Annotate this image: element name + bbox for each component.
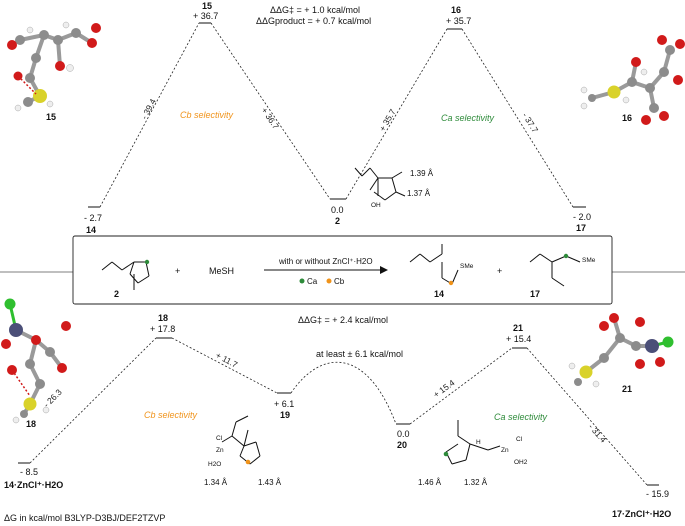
segment-label-20-21: + 15.4 bbox=[431, 377, 456, 399]
zn-complex-left-structure bbox=[221, 415, 261, 465]
level-16-label: 16 bbox=[451, 5, 461, 15]
top-ddg-line1: ΔΔG‡ = + 1.0 kcal/mol bbox=[270, 5, 360, 15]
level-14-label: 14 bbox=[86, 225, 96, 235]
segment-label-21-17zn: - 31.4 bbox=[587, 422, 609, 445]
level-2-label: 2 bbox=[335, 216, 340, 226]
bottom-energy-profile: ΔΔG‡ = + 2.4 kcal/mol - 8.5 14·ZnCl⁺·H2O… bbox=[1, 298, 674, 519]
left-h2o: H2O bbox=[208, 461, 221, 468]
arrow-condition: with or without ZnCl⁺·H2O bbox=[278, 257, 373, 266]
bond-length-1: 1.39 Å bbox=[410, 169, 434, 178]
method-footer: ΔG in kcal/mol B3LYP-D3BJ/DEF2TZVP bbox=[4, 513, 165, 523]
right-oh2: OH2 bbox=[514, 459, 528, 466]
bottom-ddg: ΔΔG‡ = + 2.4 kcal/mol bbox=[298, 315, 388, 325]
top-energy-profile: ΔΔG‡ = + 1.0 kcal/mol ΔΔGproduct = + 0.7… bbox=[7, 1, 685, 235]
bottom-selectivity-left: Cb selectivity bbox=[144, 410, 198, 420]
molecule-18-label: 18 bbox=[26, 419, 36, 429]
level-19-value: + 6.1 bbox=[274, 399, 294, 409]
zn-complex-right-structure bbox=[445, 420, 501, 465]
segment-label-14zn-18: - 26.3 bbox=[41, 387, 64, 410]
bond-right-1: 1.46 Å bbox=[418, 478, 442, 487]
ca-legend: Ca bbox=[307, 277, 318, 286]
product-14-sme: SMe bbox=[460, 263, 474, 270]
top-ddg-line2: ΔΔGproduct = + 0.7 kcal/mol bbox=[256, 16, 371, 26]
connector-19-20-barrier bbox=[290, 361, 397, 425]
level-15-label: 15 bbox=[202, 1, 212, 11]
level-19-label: 19 bbox=[280, 410, 290, 420]
reactant-2-label: 2 bbox=[114, 289, 119, 299]
anhydride-oh: OH bbox=[371, 202, 381, 209]
level-14-value: - 2.7 bbox=[84, 213, 102, 223]
segment-label-15-2: + 36.7 bbox=[259, 106, 281, 132]
level-15-value: + 36.7 bbox=[193, 11, 218, 21]
connector-15-2 bbox=[210, 22, 331, 200]
level-17-label: 17 bbox=[576, 223, 586, 233]
top-selectivity-right: Ca selectivity bbox=[441, 113, 495, 123]
connector-2-16 bbox=[345, 28, 448, 200]
level-18-value: + 17.8 bbox=[150, 324, 175, 334]
molecule-15-label: 15 bbox=[46, 112, 56, 122]
product-17-label: 17 bbox=[530, 289, 540, 299]
scheme-plus-1: + bbox=[175, 266, 180, 276]
level-21-label: 21 bbox=[513, 323, 523, 333]
molecule-18-model bbox=[1, 298, 71, 424]
bond-right-2: 1.32 Å bbox=[464, 478, 488, 487]
right-zn: Zn bbox=[501, 447, 509, 454]
segment-label-2-16: + 35.7 bbox=[377, 107, 398, 133]
level-14zn-label: 14·ZnCl⁺·H2O bbox=[4, 480, 63, 490]
level-17zn-value: - 15.9 bbox=[646, 489, 669, 499]
bottom-selectivity-right: Ca selectivity bbox=[494, 412, 548, 422]
connector-16-17 bbox=[461, 28, 574, 208]
anhydride-2-structure bbox=[354, 167, 406, 201]
level-16-value: + 35.7 bbox=[446, 16, 471, 26]
bond-length-2: 1.37 Å bbox=[407, 189, 431, 198]
level-20-label: 20 bbox=[397, 440, 407, 450]
level-2-value: 0.0 bbox=[331, 205, 344, 215]
left-zn: Zn bbox=[216, 447, 224, 454]
right-h: H bbox=[476, 439, 481, 446]
product-17-sme: SMe bbox=[582, 257, 596, 264]
connector-18-19 bbox=[171, 337, 278, 394]
cb-legend: Cb bbox=[334, 277, 345, 286]
connector-20-21 bbox=[409, 347, 513, 425]
reaction-arrowhead bbox=[380, 266, 388, 274]
level-17zn-label: 17·ZnCl⁺·H2O bbox=[612, 509, 671, 519]
molecule-16-model bbox=[580, 35, 685, 125]
right-cl: Cl bbox=[516, 436, 523, 443]
level-17-value: - 2.0 bbox=[573, 212, 591, 222]
molecule-15-model bbox=[7, 21, 101, 112]
cb-marker bbox=[326, 278, 332, 284]
segment-label-16-17: - 37.7 bbox=[520, 111, 540, 135]
level-18-label: 18 bbox=[158, 313, 168, 323]
reaction-scheme-box: 2 + MeSH with or without ZnCl⁺·H2O Ca Cb… bbox=[72, 235, 613, 305]
ca-marker bbox=[299, 278, 305, 284]
product-14-label: 14 bbox=[434, 289, 444, 299]
level-14zn-value: - 8.5 bbox=[20, 467, 38, 477]
level-21-value: + 15.4 bbox=[506, 334, 531, 344]
molecule-21-model bbox=[568, 313, 674, 388]
barrier-label: at least ± 6.1 kcal/mol bbox=[316, 349, 403, 359]
connector-14zn-18 bbox=[29, 337, 157, 464]
connector-14-15 bbox=[99, 22, 200, 208]
level-20-value: 0.0 bbox=[397, 429, 410, 439]
scheme-plus-2: + bbox=[497, 266, 502, 276]
top-selectivity-left: Cb selectivity bbox=[180, 110, 234, 120]
mesh-reagent: MeSH bbox=[209, 266, 234, 276]
segment-label-14-15: - 39.4 bbox=[139, 97, 158, 121]
molecule-16-label: 16 bbox=[622, 113, 632, 123]
bond-left-1: 1.34 Å bbox=[204, 478, 228, 487]
molecule-21-label: 21 bbox=[622, 384, 632, 394]
bond-left-2: 1.43 Å bbox=[258, 478, 282, 487]
left-cl: Cl bbox=[216, 435, 223, 442]
